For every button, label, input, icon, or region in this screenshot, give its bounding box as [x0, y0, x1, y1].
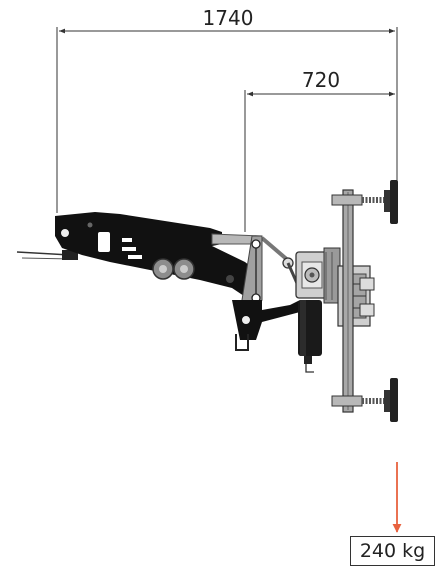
gearbox	[295, 247, 341, 304]
roller-pair	[152, 258, 195, 280]
top-suction-cup	[331, 180, 398, 224]
motor-cylinder	[298, 300, 322, 373]
dimension-inner: 720	[244, 68, 395, 232]
overall-dimension-label: 1740	[203, 6, 254, 30]
bottom-suction-cup	[331, 378, 398, 422]
lifting-device	[16, 180, 398, 422]
inner-dimension-label: 720	[302, 68, 340, 92]
dimension-overall: 1740	[56, 6, 398, 213]
lower-bracket	[232, 300, 300, 340]
load-capacity-text: 240 kg	[359, 540, 426, 562]
boom-arm	[55, 212, 262, 300]
load-capacity-label: 240 kg	[350, 536, 435, 566]
